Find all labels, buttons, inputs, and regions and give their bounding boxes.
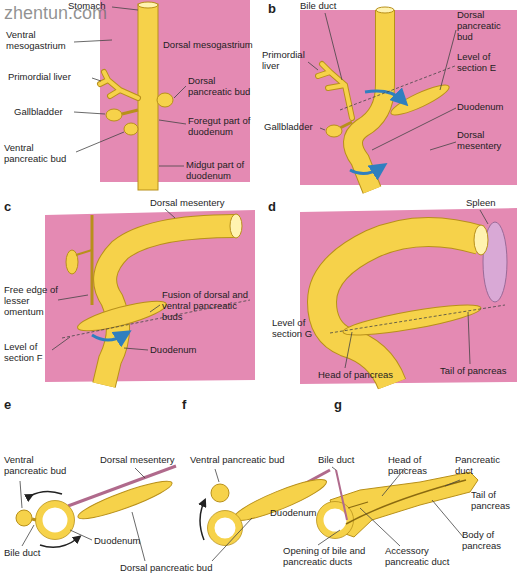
part-label: Pancreatic duct: [455, 455, 515, 477]
part-label: Bile duct: [318, 455, 368, 466]
part-label: Dorsal pancreatic bud: [188, 76, 258, 98]
part-label: Dorsal pancreatic bud: [120, 563, 230, 574]
part-label: Dorsal mesentery: [100, 455, 185, 466]
part-label: Bile duct: [300, 1, 350, 12]
part-label: Spleen: [466, 198, 511, 209]
part-label: Duodenum: [270, 508, 315, 519]
part-label: Head of pancreas: [318, 370, 408, 381]
part-label: Duodenum: [150, 345, 210, 356]
part-label: Fusion of dorsal and ventral pancreatic …: [162, 290, 254, 323]
part-label: Ventral pancreatic bud: [4, 143, 76, 165]
part-label: Head of pancreas: [388, 455, 456, 477]
panel-letter: f: [182, 398, 202, 411]
part-label: Level of section E: [457, 52, 515, 74]
part-label: Duodenum: [94, 536, 154, 547]
part-label: Level of section G: [272, 318, 327, 340]
panel-letter: c: [4, 200, 24, 213]
part-label: Ventral pancreatic bud: [190, 455, 300, 466]
part-label: Bile duct: [4, 548, 54, 559]
part-label: Gallbladder: [14, 107, 74, 118]
part-label: Accessory pancreatic duct: [385, 546, 457, 568]
part-label: Duodenum: [457, 102, 515, 113]
panel-letter: e: [4, 398, 24, 411]
part-label: Tail of pancreas: [471, 490, 515, 512]
part-label: Free edge of lesser omentum: [4, 285, 59, 318]
part-label: Primordial liver: [262, 50, 308, 72]
part-label: Midgut part of duodenum: [186, 160, 256, 182]
part-label: Dorsal mesentery: [150, 198, 250, 209]
part-label: Level of section F: [4, 342, 59, 364]
part-label: Opening of bile and pancreatic ducts: [283, 546, 378, 568]
part-label: Dorsal mesentery: [457, 130, 515, 152]
part-label: Body of pancreas: [462, 530, 514, 552]
part-label: Primordial liver: [8, 72, 92, 83]
part-label: Stomach: [68, 1, 113, 12]
part-label: Ventral pancreatic bud: [4, 455, 74, 477]
panel-letter: d: [268, 200, 288, 213]
part-label: Dorsal pancreatic bud: [457, 10, 515, 43]
part-label: Dorsal mesogastrium: [163, 40, 255, 51]
part-label: Tail of pancreas: [440, 366, 515, 377]
part-label: Foregut part of duodenum: [188, 116, 258, 138]
part-label: Ventral mesogastrium: [6, 30, 74, 52]
panel-letter: b: [268, 2, 288, 15]
panel-letter: g: [334, 398, 354, 411]
part-label: Gallbladder: [264, 122, 320, 133]
